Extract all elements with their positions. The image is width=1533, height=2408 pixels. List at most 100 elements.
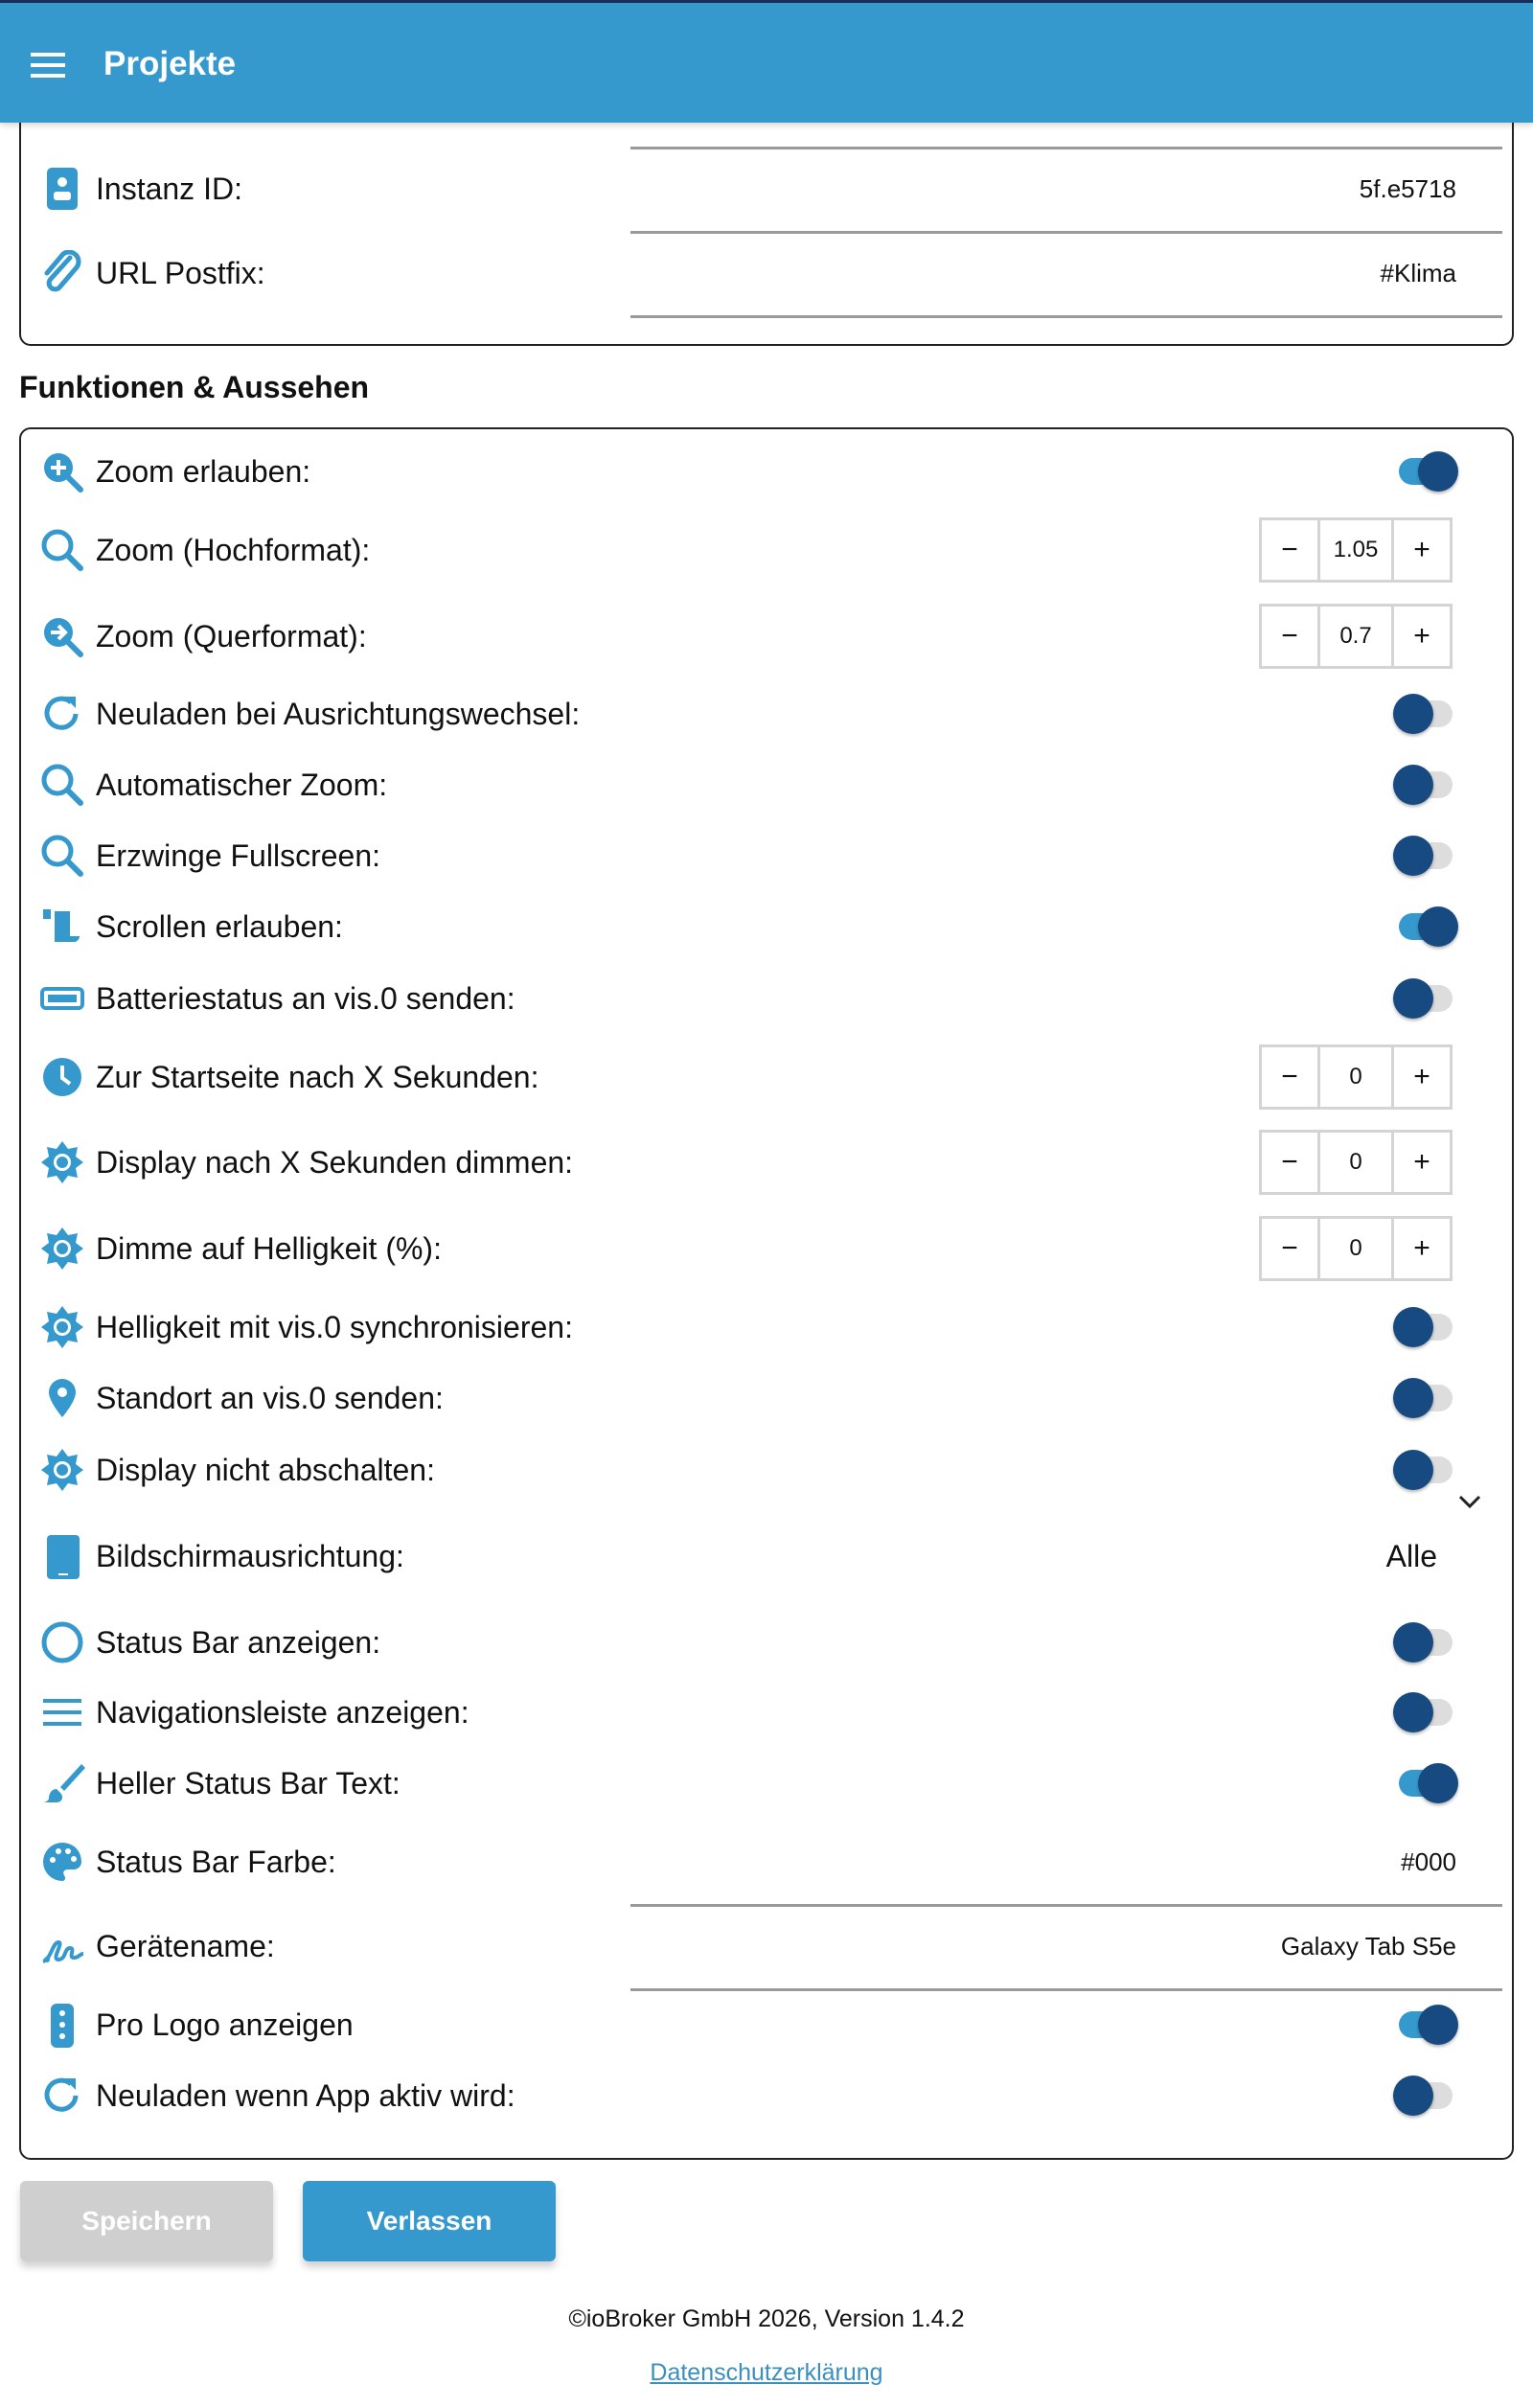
setting-text-value[interactable]: Galaxy Tab S5e — [1280, 1931, 1456, 1961]
toggle-knob — [1393, 1307, 1433, 1347]
setting-label: Neuladen wenn App aktiv wird: — [96, 2077, 515, 2113]
increment-button[interactable]: + — [1413, 1232, 1430, 1264]
instance-id-value[interactable]: 5f.e5718 — [1359, 173, 1456, 203]
increment-button[interactable]: + — [1413, 620, 1430, 652]
tablet-icon — [38, 1532, 86, 1580]
setting-label: Batteriestatus an vis.0 senden: — [96, 980, 515, 1016]
setting-toggle[interactable] — [1393, 1307, 1453, 1347]
setting-label: Status Bar Farbe: — [96, 1844, 336, 1879]
setting-row: Display nach X Sekunden dimmen:−0+ — [38, 1130, 1495, 1195]
setting-toggle[interactable] — [1393, 1692, 1453, 1732]
decrement-button[interactable]: − — [1281, 1146, 1298, 1178]
setting-label: Neuladen bei Ausrichtungswechsel: — [96, 696, 581, 731]
brightness-icon — [38, 1138, 86, 1186]
setting-row: Gerätename:Galaxy Tab S5e — [38, 1917, 1495, 1975]
setting-label: Automatischer Zoom: — [96, 767, 388, 802]
setting-toggle[interactable] — [1393, 1378, 1453, 1418]
orientation-select[interactable]: Alle — [1385, 1538, 1437, 1573]
page-title: Projekte — [103, 45, 237, 82]
setting-label: Zoom (Querformat): — [96, 618, 367, 654]
palette-icon — [38, 1838, 86, 1886]
remote-icon — [38, 2001, 86, 2049]
setting-label: Helligkeit mit vis.0 synchronisieren: — [96, 1309, 573, 1344]
scroll-icon — [38, 903, 86, 951]
setting-toggle[interactable] — [1393, 1622, 1453, 1663]
brightness-icon — [38, 1446, 86, 1494]
field-underline — [630, 147, 1502, 149]
section-title: Funktionen & Aussehen — [19, 370, 370, 404]
decrement-button[interactable]: − — [1281, 534, 1298, 565]
increment-button[interactable]: + — [1413, 1061, 1430, 1092]
toggle-knob — [1393, 1450, 1433, 1490]
setting-toggle[interactable] — [1399, 451, 1458, 492]
circle-icon — [38, 1618, 86, 1666]
setting-row: Dimme auf Helligkeit (%):−0+ — [38, 1216, 1495, 1281]
setting-text-value[interactable]: #000 — [1401, 1846, 1456, 1876]
signature-icon — [38, 1922, 86, 1970]
search-icon — [38, 832, 86, 880]
setting-toggle[interactable] — [1393, 836, 1453, 876]
setting-label: Scrollen erlauben: — [96, 908, 343, 944]
leave-button[interactable]: Verlassen — [303, 2181, 556, 2261]
setting-toggle[interactable] — [1399, 2005, 1458, 2045]
stepper-value[interactable]: 0.7 — [1317, 607, 1394, 666]
setting-row: Scrollen erlauben: — [38, 898, 1495, 955]
increment-button[interactable]: + — [1413, 1146, 1430, 1178]
setting-toggle[interactable] — [1393, 2075, 1453, 2116]
setting-row: Pro Logo anzeigen — [38, 1996, 1495, 2053]
zoom-in-icon — [38, 447, 86, 495]
setting-label: Display nicht abschalten: — [96, 1452, 435, 1487]
zoom-arrow-icon — [38, 612, 86, 660]
setting-toggle[interactable] — [1393, 1450, 1453, 1490]
field-underline — [630, 1904, 1502, 1907]
field-underline — [630, 315, 1502, 318]
setting-row: Navigationsleiste anzeigen: — [38, 1684, 1495, 1741]
location-pin-icon — [38, 1374, 86, 1422]
setting-row: Heller Status Bar Text: — [38, 1754, 1495, 1812]
setting-toggle[interactable] — [1399, 906, 1458, 947]
setting-label: Erzwinge Fullscreen: — [96, 837, 380, 873]
setting-label: Standort an vis.0 senden: — [96, 1380, 444, 1415]
setting-label: Zoom erlauben: — [96, 453, 311, 489]
instance-id-row: Instanz ID: 5f.e5718 — [38, 160, 1495, 218]
stepper-value[interactable]: 1.05 — [1317, 520, 1394, 580]
setting-toggle[interactable] — [1393, 765, 1453, 805]
paperclip-icon — [38, 249, 86, 297]
decrement-button[interactable]: − — [1281, 1232, 1298, 1264]
brush-icon — [38, 1759, 86, 1807]
toggle-knob — [1393, 978, 1433, 1019]
setting-row: Status Bar anzeigen: — [38, 1614, 1495, 1671]
copyright: ©ioBroker GmbH 2026, Version 1.4.2 — [568, 2305, 965, 2332]
privacy-link[interactable]: Datenschutzerklärung — [650, 2359, 883, 2386]
setting-toggle[interactable] — [1399, 1763, 1458, 1803]
toggle-knob — [1418, 2005, 1458, 2045]
app-header: Projekte — [0, 0, 1533, 123]
setting-label: Heller Status Bar Text: — [96, 1765, 400, 1800]
toggle-knob — [1393, 836, 1433, 876]
battery-icon — [38, 975, 86, 1022]
stepper-value[interactable]: 0 — [1317, 1133, 1394, 1192]
toggle-knob — [1393, 1622, 1433, 1663]
decrement-button[interactable]: − — [1281, 1061, 1298, 1092]
setting-row: Zur Startseite nach X Sekunden:−0+ — [38, 1044, 1495, 1110]
setting-label: Status Bar anzeigen: — [96, 1624, 381, 1660]
save-button[interactable]: Speichern — [20, 2181, 273, 2261]
increment-button[interactable]: + — [1413, 534, 1430, 565]
stepper-value[interactable]: 0 — [1317, 1047, 1394, 1107]
settings-card — [19, 427, 1514, 2160]
chevron-down-icon[interactable] — [1458, 1485, 1481, 1516]
decrement-button[interactable]: − — [1281, 620, 1298, 652]
stepper-value[interactable]: 0 — [1317, 1219, 1394, 1278]
setting-label: Bildschirmausrichtung: — [96, 1538, 404, 1573]
url-postfix-value[interactable]: #Klima — [1380, 258, 1456, 287]
setting-row: Status Bar Farbe: #000 — [38, 1833, 1495, 1891]
setting-row: Helligkeit mit vis.0 synchronisieren: — [38, 1298, 1495, 1356]
setting-toggle[interactable] — [1393, 694, 1453, 734]
setting-toggle[interactable] — [1393, 978, 1453, 1019]
reload-icon — [38, 2072, 86, 2120]
toggle-knob — [1393, 694, 1433, 734]
setting-row: Zoom (Querformat): −0.7 + — [38, 604, 1495, 669]
toggle-knob — [1418, 1763, 1458, 1803]
hamburger-icon[interactable] — [31, 53, 65, 78]
setting-label: Pro Logo anzeigen — [96, 2007, 354, 2042]
